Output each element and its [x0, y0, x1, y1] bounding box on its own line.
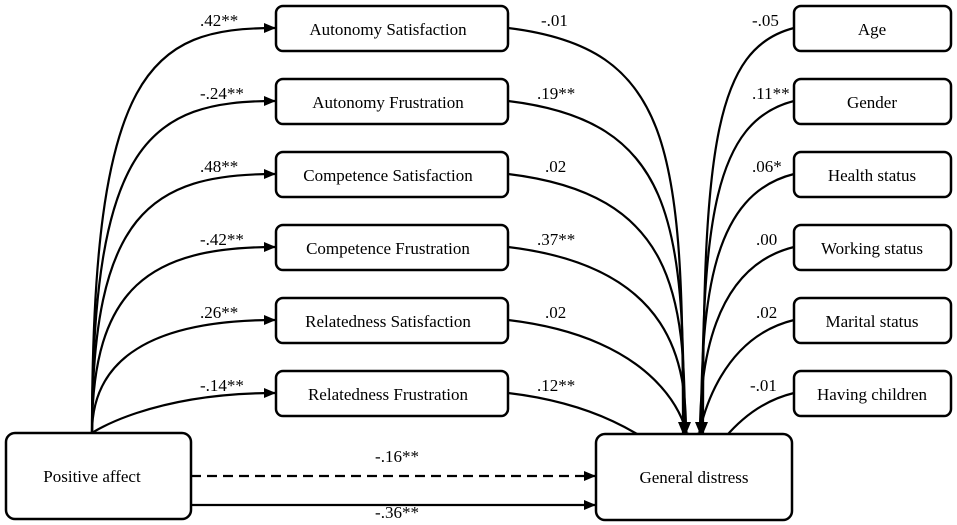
- covariate-health-status: Health status: [792, 150, 953, 199]
- outcome-box: [594, 432, 794, 522]
- mediator-label: Competence Frustration: [306, 239, 470, 258]
- covariate-arrow: [694, 318, 795, 445]
- a-path-coef: .42**: [200, 11, 238, 30]
- b-path-coef: .19**: [537, 84, 575, 103]
- a-path-arrow: [91, 388, 276, 434]
- b-path-coefficients: -.01 .19** .02 .37** .02 .12**: [537, 11, 575, 395]
- covariate-working-status: Working status: [792, 223, 953, 272]
- covariate-arrow: [695, 245, 795, 434]
- a-path-coefficients: .42** -.24** .48** -.42** .26** -.14**: [200, 11, 244, 395]
- a-path-coef: -.24**: [200, 84, 244, 103]
- direct-effect-coef: -.16**: [375, 447, 419, 466]
- a-path-arrow: [90, 169, 276, 434]
- covariate-age: Age: [792, 4, 953, 53]
- covariate-box: [792, 77, 953, 126]
- mediator-nodes: Autonomy Satisfaction Autonomy Frustrati…: [274, 4, 510, 418]
- covariate-label: Health status: [828, 166, 916, 185]
- covariate-marital-status: Marital status: [792, 296, 953, 345]
- mediator-label: Competence Satisfaction: [303, 166, 473, 185]
- covariate-box: [792, 4, 953, 53]
- a-path-coef: .48**: [200, 157, 238, 176]
- b-path-coef: .37**: [537, 230, 575, 249]
- covariate-label: Working status: [821, 239, 923, 258]
- covariate-arrow: [696, 172, 795, 434]
- mediator-box: [274, 77, 510, 126]
- b-path-coef: .02: [545, 157, 566, 176]
- mediator-autonomy-satisfaction: Autonomy Satisfaction: [274, 4, 510, 53]
- b-path-coef: .12**: [537, 376, 575, 395]
- covariate-box: [792, 223, 953, 272]
- total-effect-coef: -.36**: [375, 503, 419, 522]
- b-path-coef: -.01: [541, 11, 568, 30]
- a-path-arrow: [90, 23, 276, 434]
- predictor-node: Positive affect: [4, 431, 193, 521]
- covariate-label: Gender: [847, 93, 897, 112]
- covariate-nodes: Age Gender Health status Working status …: [792, 4, 953, 418]
- mediator-label: Relatedness Frustration: [308, 385, 469, 404]
- mediator-box: [274, 296, 510, 345]
- covariate-gender: Gender: [792, 77, 953, 126]
- covariate-coef: .00: [756, 230, 777, 249]
- covariate-box: [792, 150, 953, 199]
- covariate-coef: .11**: [752, 84, 790, 103]
- mediator-label: Autonomy Satisfaction: [309, 20, 467, 39]
- covariate-label: Marital status: [825, 312, 918, 331]
- mediator-autonomy-frustration: Autonomy Frustration: [274, 77, 510, 126]
- covariate-label: Having children: [817, 385, 927, 404]
- a-path-arrow: [90, 96, 276, 434]
- a-path-coef: -.42**: [200, 230, 244, 249]
- mediator-box: [274, 4, 510, 53]
- mediator-box: [274, 223, 510, 272]
- covariate-label: Age: [858, 20, 886, 39]
- outcome-node: General distress: [594, 432, 794, 522]
- b-path-arrow: [507, 245, 691, 434]
- mediator-box: [274, 369, 510, 418]
- b-path-arrow: [507, 172, 690, 434]
- mediator-box: [274, 150, 510, 199]
- b-path-arrow: [507, 318, 692, 445]
- mediator-competence-satisfaction: Competence Satisfaction: [274, 150, 510, 199]
- predictor-label: Positive affect: [43, 467, 141, 486]
- mediator-label: Autonomy Frustration: [312, 93, 464, 112]
- b-path-coef: .02: [545, 303, 566, 322]
- mediator-competence-frustration: Competence Frustration: [274, 223, 510, 272]
- a-path-arrow: [90, 315, 276, 434]
- mediator-label: Relatedness Satisfaction: [305, 312, 471, 331]
- mediator-relatedness-frustration: Relatedness Frustration: [274, 369, 510, 418]
- covariate-having-children: Having children: [792, 369, 953, 418]
- a-path-arrow: [90, 242, 276, 434]
- mediator-relatedness-satisfaction: Relatedness Satisfaction: [274, 296, 510, 345]
- covariate-coefficients: -.05 .11** .06* .00 .02 -.01: [750, 11, 790, 395]
- predictor-box: [4, 431, 193, 521]
- a-path-coef: .26**: [200, 303, 238, 322]
- a-path-coef: -.14**: [200, 376, 244, 395]
- covariate-coef: .02: [756, 303, 777, 322]
- b-path-arrow: [507, 26, 688, 434]
- outcome-label: General distress: [639, 468, 748, 487]
- covariate-coef: .06*: [752, 157, 782, 176]
- covariate-box: [792, 369, 953, 418]
- covariate-coef: -.01: [750, 376, 777, 395]
- covariate-box: [792, 296, 953, 345]
- covariate-coef: -.05: [752, 11, 779, 30]
